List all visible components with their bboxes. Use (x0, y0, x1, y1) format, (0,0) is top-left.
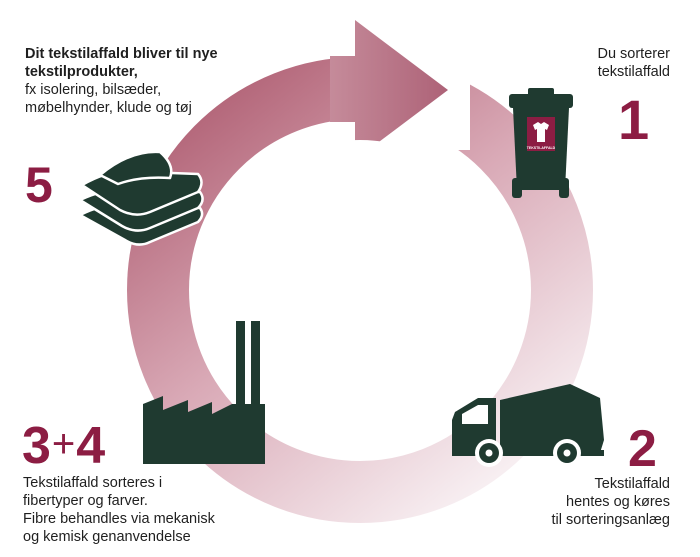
waste-bin-icon: TEKSTILAFFALD (509, 88, 573, 198)
step34-number: 3+4 (22, 420, 105, 472)
step3-number: 3 (22, 417, 51, 475)
step34-description: Tekstilaffald sorteres i fibertyper og f… (23, 474, 273, 546)
garbage-truck-icon (452, 384, 604, 467)
cycle-arrow-head (330, 20, 448, 160)
step34-line3: Fibre behandles via mekanisk (23, 511, 215, 527)
step2-description: Tekstilaffald hentes og køres til sorter… (480, 475, 670, 529)
step5-heading: Dit tekstilaffald bliver til nye tekstil… (25, 46, 218, 80)
step1-line2: tekstilaffald (597, 64, 670, 80)
factory-icon (143, 321, 265, 464)
plus-sign: + (51, 422, 76, 466)
step34-line2: fibertyper og farver. (23, 493, 148, 509)
step5-number: 5 (25, 157, 53, 213)
step2-number: 2 (628, 420, 657, 478)
step4-number: 4 (76, 417, 106, 475)
step2-line3: til sorteringsanlæg (551, 512, 670, 528)
step1-description: Du sorterer tekstilaffald (548, 45, 670, 81)
step34-line4: og kemisk genanvendelse (23, 529, 191, 545)
svg-text:TEKSTILAFFALD: TEKSTILAFFALD (527, 146, 556, 150)
step34-line1: Tekstilaffald sorteres i (23, 475, 163, 491)
folded-textiles-icon (78, 150, 204, 246)
step1-number: 1 (618, 88, 650, 151)
cycle-center (210, 140, 510, 440)
step5-description: Dit tekstilaffald bliver til nye tekstil… (25, 45, 235, 117)
step1-line1: Du sorterer (597, 46, 670, 62)
step5-body: fx isolering, bilsæder, møbelhynder, klu… (25, 82, 192, 116)
step2-line2: hentes og køres (566, 494, 670, 510)
step2-line1: Tekstilaffald (594, 476, 671, 492)
